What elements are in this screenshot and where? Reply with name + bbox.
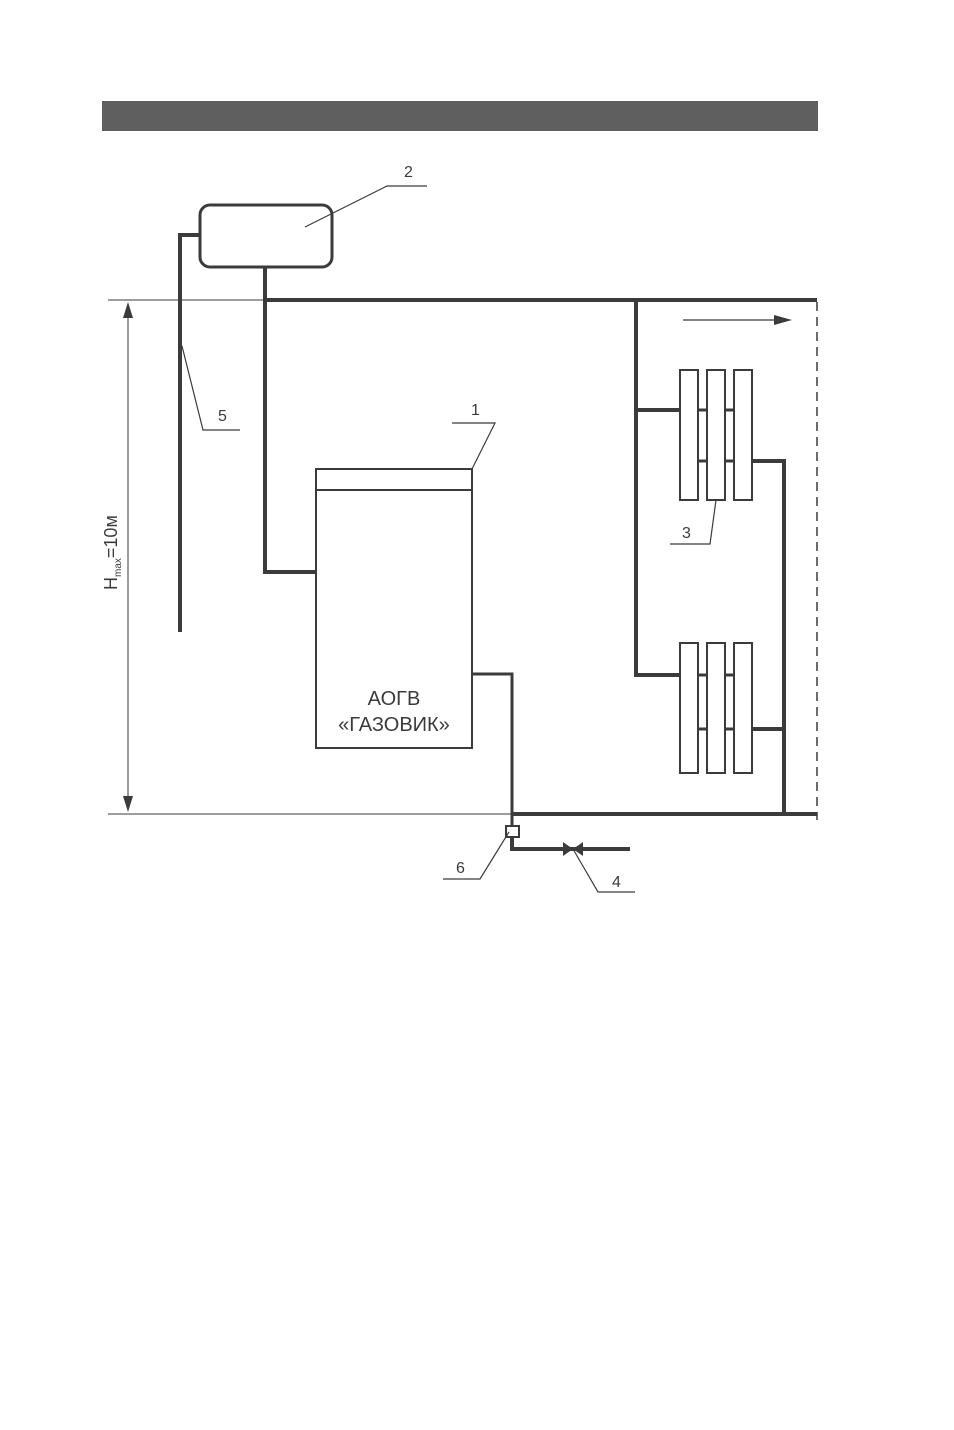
expansion-tank — [200, 205, 332, 267]
boiler-label-line1: АОГВ — [368, 688, 421, 710]
overflow-pipe — [180, 235, 200, 632]
radiator-lower — [680, 643, 752, 773]
boiler-label-line2: «ГАЗОВИК» — [338, 714, 450, 736]
tank-to-boiler-pipe — [265, 267, 316, 572]
return-riser — [752, 461, 784, 814]
callout-boiler: 1 — [471, 402, 480, 419]
boiler: АОГВ «ГАЗОВИК» — [316, 469, 472, 748]
radiator-upper — [680, 370, 752, 500]
fill-pipe — [512, 837, 630, 849]
callout-radiators: 3 — [682, 525, 691, 542]
callout-valve: 4 — [612, 874, 621, 891]
height-dimension-label: Hmax=10м — [101, 515, 124, 590]
callout-drain: 6 — [456, 860, 465, 877]
radiator-supply-riser — [636, 300, 680, 675]
flow-direction-arrow — [683, 315, 792, 325]
drain-plug — [506, 826, 519, 837]
callout-expansion-tank: 2 — [404, 164, 413, 181]
boiler-return-pipe — [472, 674, 512, 826]
height-dimension-arrow — [123, 302, 133, 812]
callout-overflow-pipe: 5 — [218, 408, 227, 425]
